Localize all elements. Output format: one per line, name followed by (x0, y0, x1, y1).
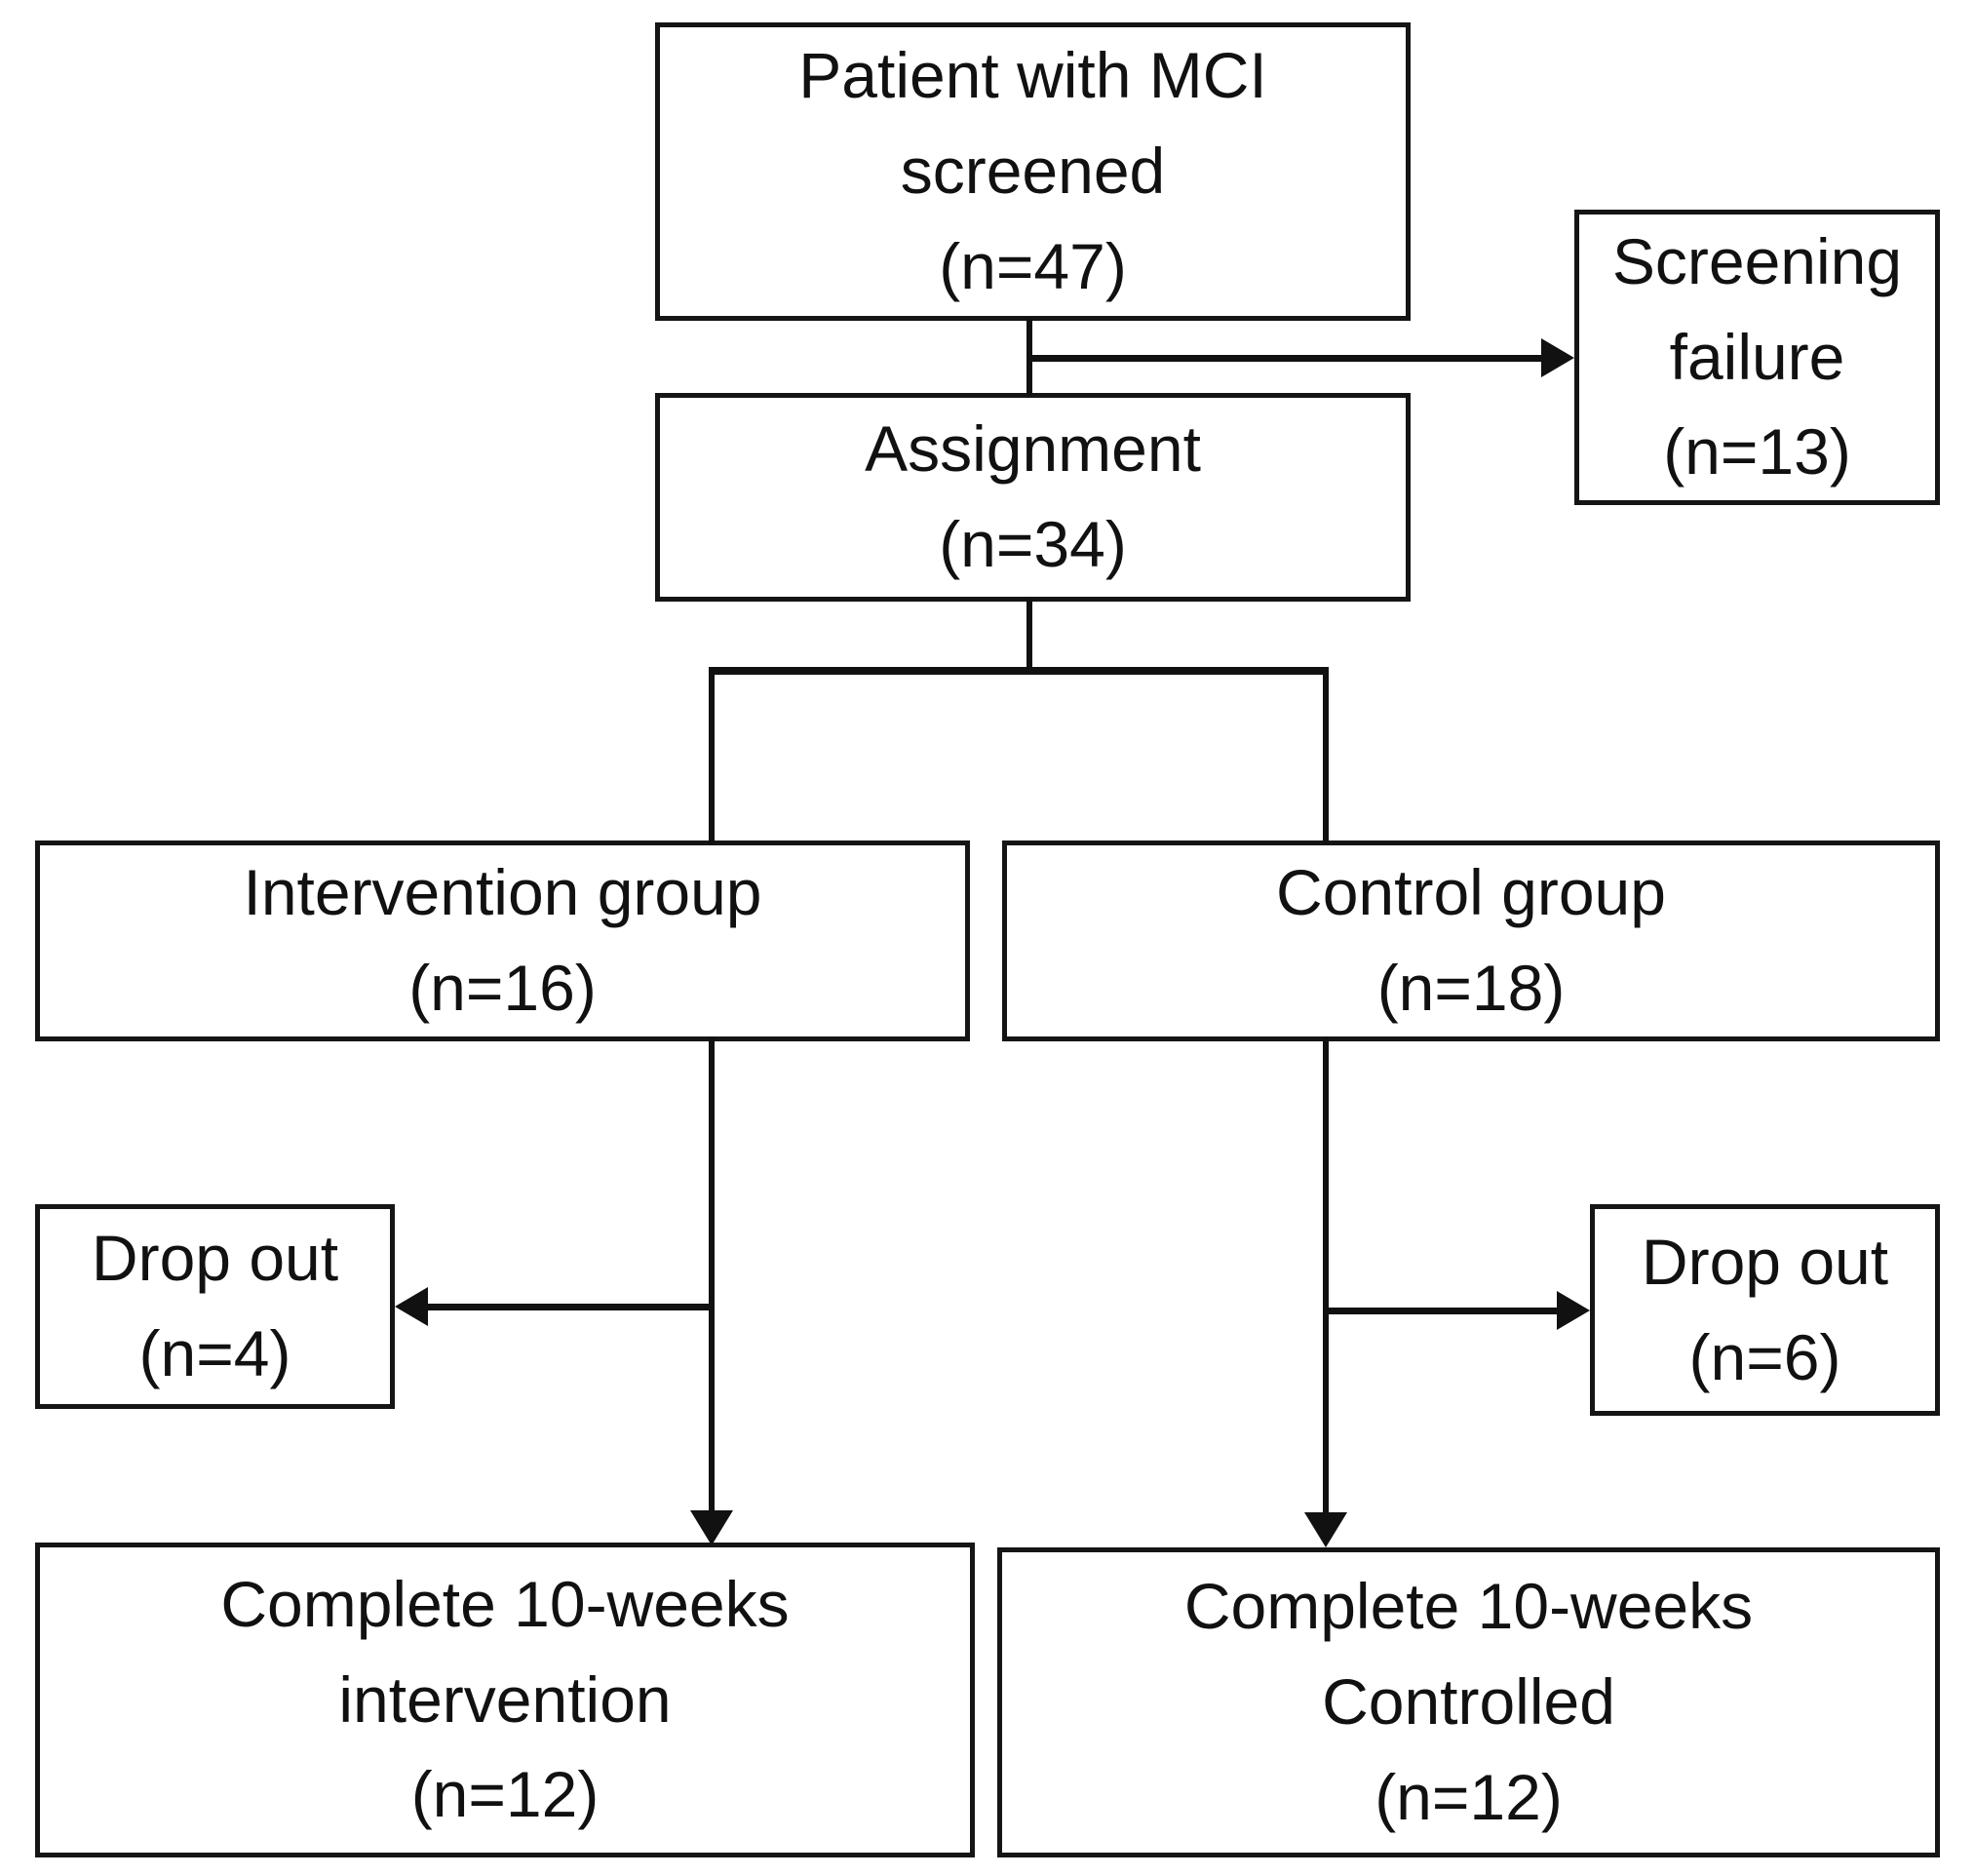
flow-box-text-line: (n=13) (1663, 415, 1851, 489)
flow-box-text-line: Screening (1611, 225, 1903, 297)
flow-box-text-line: screened (900, 135, 1166, 208)
flow-box-assignment: Assignment (n=34) (655, 393, 1411, 602)
flow-box-text-line: (n=12) (1375, 1760, 1563, 1833)
connector-intervention-to-complete (709, 1037, 715, 1515)
flow-box-text-line: Controlled (1322, 1665, 1615, 1739)
flow-box-complete-intervention: Complete 10-weeks intervention (n=12) (35, 1543, 975, 1857)
flow-box-text-line: (n=47) (939, 229, 1127, 302)
flow-box-intervention-group: Intervention group (n=16) (35, 840, 970, 1041)
flow-box-text-line: Complete 10-weeks (220, 1567, 790, 1640)
flow-box-text-line: failure (1669, 320, 1845, 393)
flow-box-text-line: intervention (338, 1662, 672, 1736)
connector-assignment-to-branch (1026, 599, 1032, 673)
arrowhead-dropout-control-icon (1557, 1291, 1590, 1330)
flow-box-text-line: (n=34) (939, 508, 1127, 580)
flow-box-dropout-control: Drop out (n=6) (1590, 1204, 1940, 1416)
flow-box-screening-failure: Screening failure (n=13) (1574, 210, 1940, 505)
flow-box-text-line: (n=4) (138, 1317, 291, 1389)
flow-box-patient-screened: Patient with MCI screened (n=47) (655, 22, 1411, 321)
flow-box-dropout-intervention: Drop out (n=4) (35, 1204, 395, 1409)
connector-control-to-dropout (1326, 1308, 1559, 1314)
flow-box-text-line: Drop out (1641, 1225, 1889, 1298)
arrowhead-dropout-intervention-icon (395, 1287, 428, 1326)
connector-intervention-to-dropout (426, 1304, 715, 1310)
connector-control-to-complete (1323, 1037, 1329, 1517)
arrowhead-complete-control-icon (1304, 1512, 1347, 1547)
flow-box-text-line: Assignment (865, 412, 1201, 486)
flow-box-control-group: Control group (n=18) (1002, 840, 1940, 1041)
flow-box-text-line: Complete 10-weeks (1183, 1570, 1754, 1643)
connector-branch-to-control-group (1323, 667, 1329, 844)
arrowhead-screening-failure-icon (1541, 338, 1574, 377)
connector-screened-to-screening-failure (1029, 355, 1544, 362)
flow-box-text-line: (n=18) (1376, 952, 1566, 1024)
flow-box-text-line: Control group (1276, 856, 1666, 929)
flow-box-text-line: (n=16) (408, 952, 597, 1024)
flow-box-text-line: Drop out (91, 1222, 339, 1295)
flow-box-text-line: (n=6) (1688, 1320, 1841, 1393)
flow-box-text-line: (n=12) (410, 1758, 600, 1831)
flow-box-text-line: Patient with MCI (798, 39, 1267, 112)
flow-box-complete-control: Complete 10-weeks Controlled (n=12) (997, 1547, 1940, 1857)
arrowhead-complete-intervention-icon (690, 1510, 733, 1545)
connector-branch-to-intervention-group (709, 667, 715, 844)
connector-branch-horizontal (709, 667, 1329, 675)
flow-box-text-line: Intervention group (243, 856, 762, 929)
